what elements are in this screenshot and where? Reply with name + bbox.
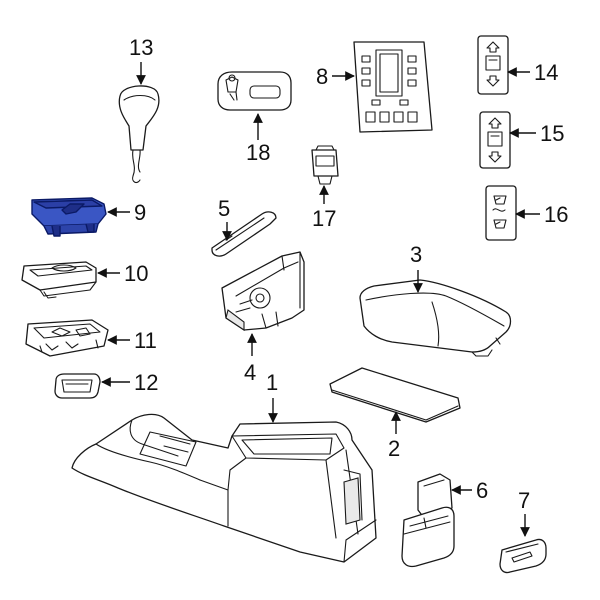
svg-text:10: 10 (124, 261, 148, 286)
callout-12: 12 (101, 370, 158, 395)
part-10-tray-insert[interactable] (21, 261, 97, 299)
svg-text:1: 1 (266, 370, 278, 395)
callout-5: 5 (218, 196, 232, 241)
svg-text:14: 14 (534, 60, 558, 85)
part-14-window-switch[interactable] (477, 35, 509, 95)
svg-text:5: 5 (218, 196, 230, 221)
part-12-bezel-ring[interactable] (54, 373, 101, 399)
svg-text:16: 16 (544, 202, 568, 227)
svg-text:9: 9 (134, 200, 146, 225)
callout-17: 17 (312, 185, 336, 231)
callout-2: 2 (388, 411, 401, 461)
callout-11: 11 (107, 328, 157, 353)
callout-1: 1 (266, 370, 278, 423)
part-11-mounting-bracket[interactable] (25, 319, 109, 357)
part-8-center-bezel[interactable] (353, 41, 433, 133)
part-9-slot (61, 203, 85, 215)
part-9-console-tray[interactable] (31, 197, 107, 237)
callout-4: 4 (244, 333, 257, 385)
part-18-switch-panel[interactable] (217, 71, 292, 111)
svg-text:18: 18 (246, 140, 270, 165)
part-9-top (33, 199, 103, 209)
callout-7: 7 (518, 488, 530, 537)
part-17-switch-clip[interactable] (311, 145, 339, 185)
part-7-small-bezel[interactable] (499, 538, 547, 574)
svg-text:15: 15 (540, 121, 564, 146)
callout-16: 16 (515, 202, 568, 227)
callout-3: 3 (410, 242, 423, 293)
callout-18: 18 (246, 113, 270, 165)
svg-text:2: 2 (388, 436, 400, 461)
part-1-center-console[interactable] (71, 413, 377, 563)
callout-14: 14 (507, 60, 558, 85)
callout-8: 8 (316, 64, 355, 89)
callout-10: 10 (97, 261, 148, 286)
part-2-armrest-pad[interactable] (329, 367, 461, 423)
svg-text:8: 8 (316, 64, 328, 89)
callout-6: 6 (451, 478, 488, 503)
part-9-foot-right (85, 223, 95, 233)
svg-text:6: 6 (476, 478, 488, 503)
part-4-shifter-housing[interactable] (221, 251, 305, 332)
part-9-foot-left (51, 225, 61, 237)
part-16-seat-switch[interactable] (485, 185, 517, 241)
part-6-cup-holder[interactable] (401, 473, 455, 568)
part-15-window-switch[interactable] (479, 111, 511, 169)
svg-text:11: 11 (134, 328, 157, 353)
part-13-shift-knob[interactable] (118, 85, 160, 184)
callout-13: 13 (129, 35, 153, 85)
callout-9: 9 (107, 200, 146, 225)
svg-text:13: 13 (129, 35, 153, 60)
svg-text:7: 7 (518, 488, 530, 513)
callout-15: 15 (509, 121, 564, 146)
svg-text:3: 3 (410, 242, 422, 267)
part-3-armrest-lid[interactable] (359, 279, 512, 357)
svg-text:17: 17 (312, 206, 336, 231)
svg-text:4: 4 (244, 360, 256, 385)
svg-text:12: 12 (134, 370, 158, 395)
